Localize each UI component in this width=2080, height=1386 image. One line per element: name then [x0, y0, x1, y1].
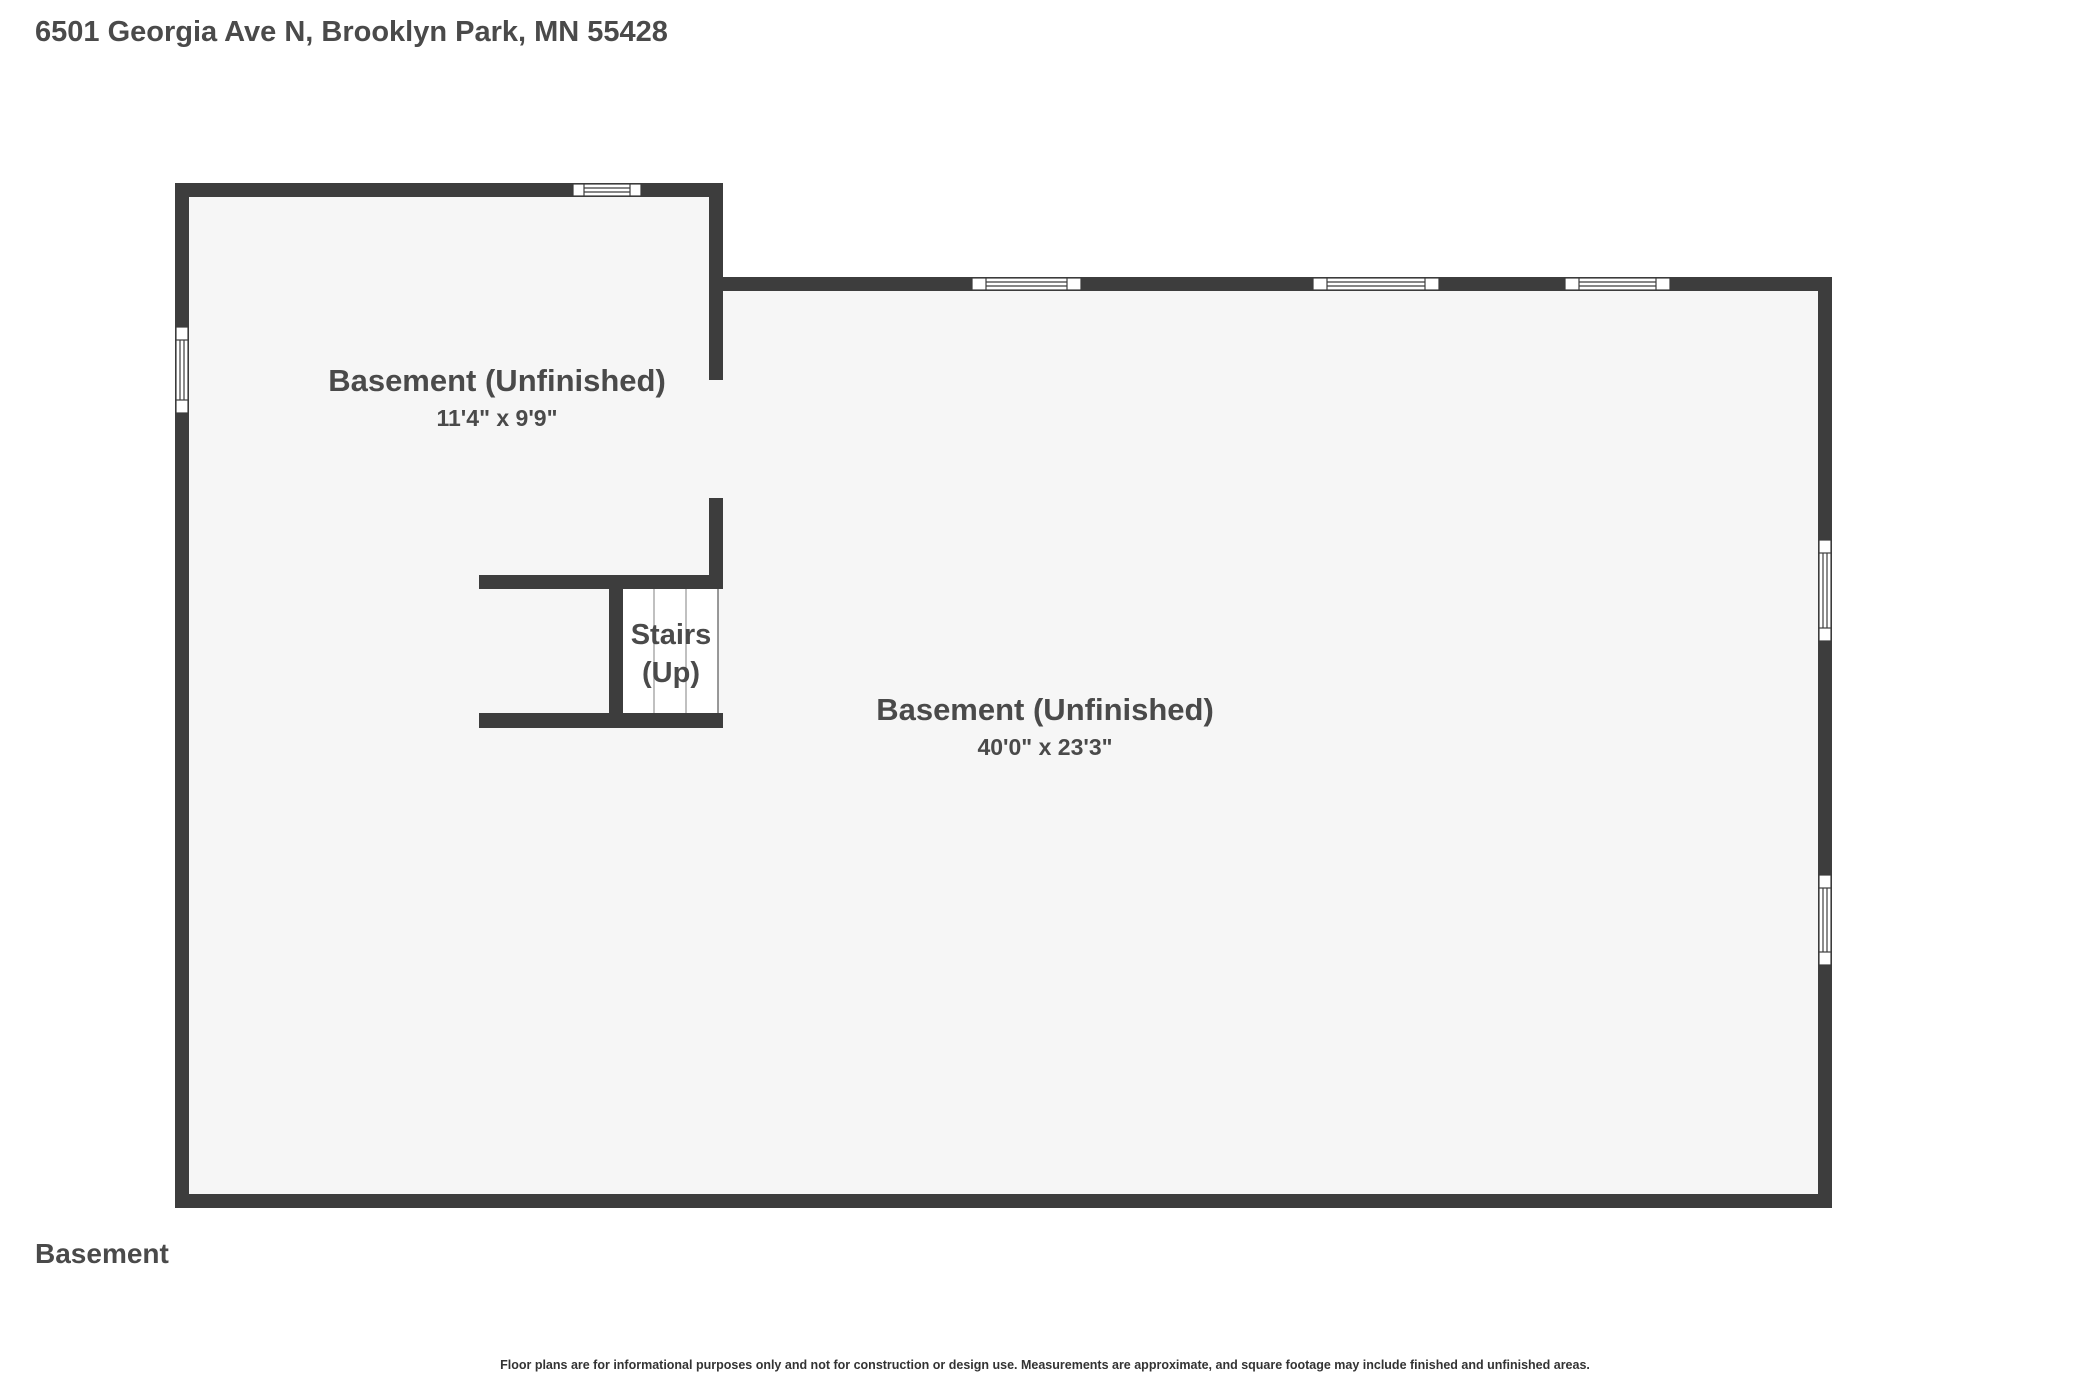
floor-label: Basement [35, 1238, 169, 1269]
room-name: Basement (Unfinished) [876, 692, 1214, 727]
window-icon [971, 277, 1082, 291]
room-dimensions: 11'4" x 9'9" [436, 405, 558, 431]
room-name: Basement (Unfinished) [328, 363, 666, 398]
floor-area [182, 190, 1825, 1201]
room-dimensions: 40'0" x 23'3" [977, 734, 1113, 760]
stairs-label-line1: Stairs [630, 619, 712, 651]
stairs-area [623, 589, 719, 713]
window-icon [1818, 539, 1832, 642]
disclaimer: Floor plans are for informational purpos… [500, 1358, 1590, 1372]
window-icon [1564, 277, 1671, 291]
windows [175, 183, 1832, 966]
window-icon [1312, 277, 1440, 291]
stairs-label: Stairs (Up) [631, 616, 712, 692]
stairs-label-line2: (Up) [642, 657, 700, 689]
window-icon [572, 183, 642, 197]
property-address: 6501 Georgia Ave N, Brooklyn Park, MN 55… [35, 16, 668, 48]
window-icon [1818, 874, 1832, 966]
window-icon [175, 326, 189, 414]
